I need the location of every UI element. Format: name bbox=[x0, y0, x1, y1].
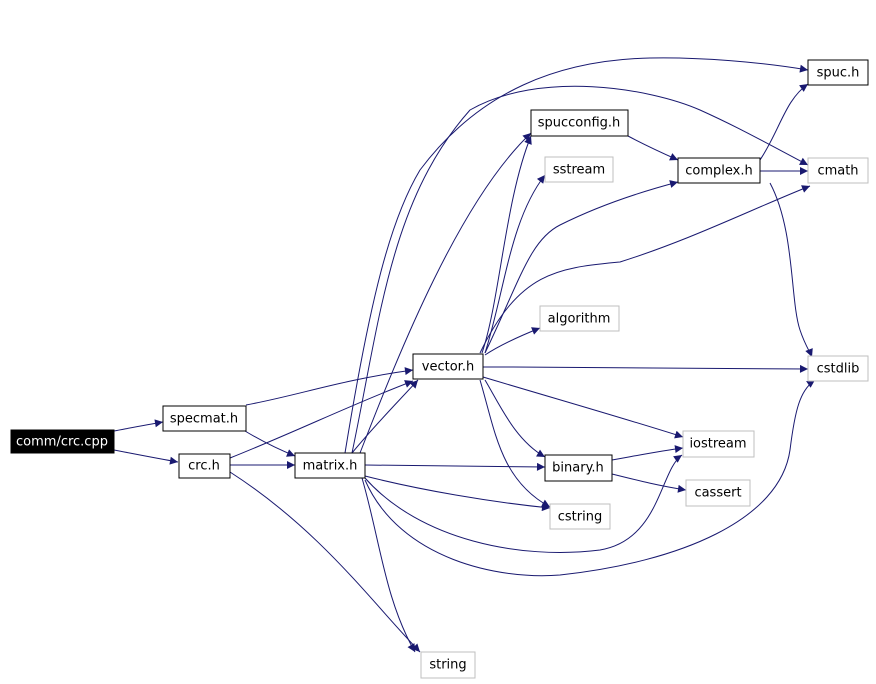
node-crc[interactable]: crc.h bbox=[178, 453, 231, 479]
edge-binary-cassert bbox=[611, 473, 687, 493]
node-matrix[interactable]: matrix.h bbox=[294, 452, 366, 479]
node-string: string bbox=[420, 651, 476, 679]
edge-vector-cstring bbox=[479, 379, 551, 508]
node-sstream: sstream bbox=[544, 156, 614, 183]
node-label: crc.h bbox=[188, 459, 220, 474]
edge-specmat-matrix bbox=[244, 430, 296, 457]
node-label: cmath bbox=[817, 164, 858, 179]
node-iostream: iostream bbox=[682, 430, 755, 458]
node-label: spuc.h bbox=[817, 66, 860, 81]
node-label: complex.h bbox=[685, 164, 752, 179]
node-label: cstring bbox=[558, 510, 602, 525]
node-label: cstdlib bbox=[817, 362, 860, 377]
node-cstdlib: cstdlib bbox=[807, 355, 869, 382]
node-vector[interactable]: vector.h bbox=[412, 353, 484, 380]
node-root[interactable]: comm/crc.cpp bbox=[10, 429, 115, 454]
edge-matrix-string bbox=[361, 477, 416, 653]
node-label: comm/crc.cpp bbox=[16, 435, 108, 450]
node-label: cassert bbox=[694, 486, 741, 501]
edge-root-crc bbox=[113, 449, 179, 465]
edge-complex-spuc bbox=[759, 83, 809, 161]
edge-crc-string bbox=[229, 471, 421, 653]
node-cstring: cstring bbox=[549, 503, 611, 530]
node-cassert: cassert bbox=[685, 479, 751, 507]
edge-vector-iostream bbox=[482, 376, 684, 439]
node-label: sstream bbox=[553, 163, 605, 178]
node-algorithm: algorithm bbox=[539, 305, 620, 332]
nodes: comm/crc.cpp specmat.h crc.h matrix.h ve… bbox=[10, 59, 869, 679]
node-label: specmat.h bbox=[170, 412, 238, 427]
edge-vector-binary bbox=[484, 379, 546, 458]
edge-matrix-cmath bbox=[351, 85, 809, 454]
edge-matrix-spuc bbox=[344, 57, 809, 454]
edges bbox=[113, 57, 816, 653]
node-label: spucconfig.h bbox=[538, 116, 621, 131]
edge-vector-complex bbox=[484, 180, 679, 354]
node-label: matrix.h bbox=[303, 459, 358, 474]
edge-matrix-cstdlib bbox=[364, 379, 816, 577]
edge-complex-cstdlib bbox=[769, 182, 813, 358]
edge-matrix-binary bbox=[364, 462, 546, 471]
edge-matrix-cstring bbox=[364, 475, 551, 512]
node-label: string bbox=[429, 658, 466, 673]
node-spucconfig[interactable]: spucconfig.h bbox=[530, 109, 629, 137]
node-complex[interactable]: complex.h bbox=[677, 157, 761, 184]
edge-root-specmat bbox=[113, 419, 164, 432]
edge-specmat-vector bbox=[245, 367, 414, 406]
edge-binary-iostream bbox=[611, 445, 684, 461]
edge-spucconfig-complex bbox=[627, 135, 679, 161]
edge-matrix-iostream bbox=[364, 454, 683, 553]
node-specmat[interactable]: specmat.h bbox=[162, 405, 247, 432]
node-label: binary.h bbox=[552, 461, 604, 476]
node-label: vector.h bbox=[422, 360, 474, 375]
edge-vector-sstream bbox=[484, 174, 546, 354]
edge-matrix-vector bbox=[351, 379, 419, 454]
edge-vector-algorithm bbox=[484, 327, 541, 356]
node-binary[interactable]: binary.h bbox=[544, 454, 613, 482]
edge-vector-cstdlib bbox=[482, 364, 809, 373]
edge-crc-vector bbox=[229, 380, 414, 459]
edge-vector-spucconfig bbox=[481, 135, 532, 354]
edge-vector-cmath bbox=[479, 185, 811, 354]
node-cmath: cmath bbox=[807, 157, 869, 184]
edge-matrix-spucconfig bbox=[359, 132, 532, 454]
node-spuc[interactable]: spuc.h bbox=[807, 59, 869, 86]
node-label: algorithm bbox=[548, 312, 611, 327]
node-label: iostream bbox=[689, 437, 746, 452]
